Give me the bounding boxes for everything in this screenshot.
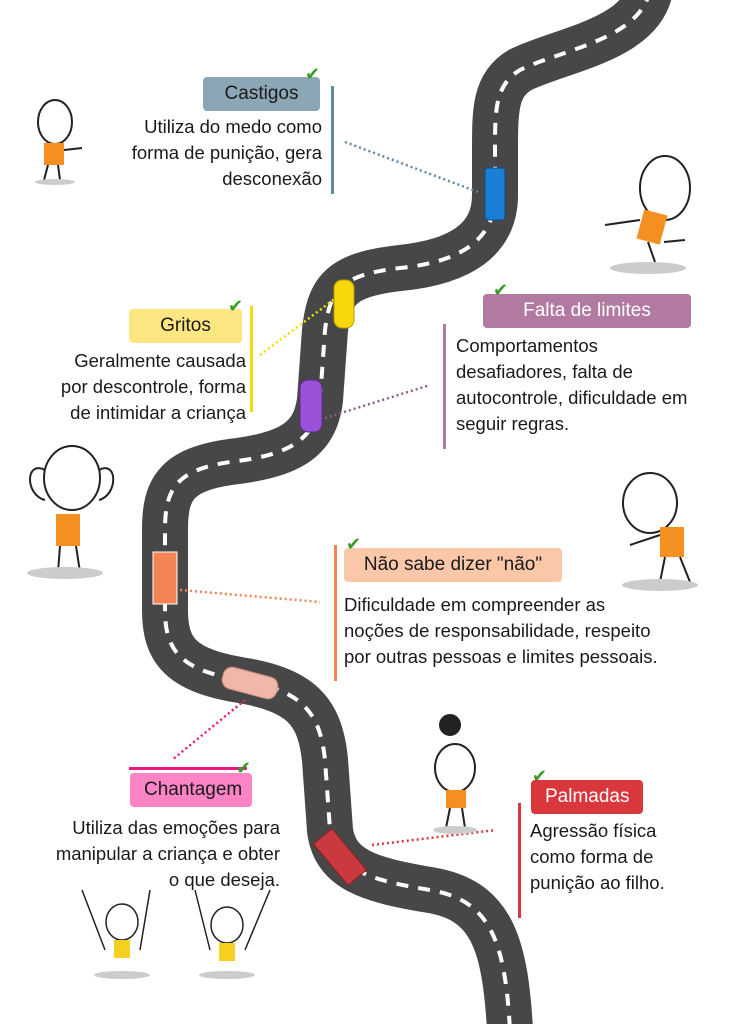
- divider: [334, 545, 337, 681]
- car-yellow: [333, 279, 355, 329]
- text-line: Utiliza das emoções para: [72, 817, 280, 838]
- car-purple: [299, 379, 323, 433]
- text-line: Comportamentos: [456, 335, 598, 356]
- divider: [331, 86, 334, 194]
- text-line: desconexão: [222, 168, 322, 189]
- divider: [443, 324, 446, 449]
- character-angry-left: [35, 99, 83, 185]
- desc-nao-sabe-dizer-nao: Dificuldade em compreender as noções de …: [344, 592, 658, 670]
- desc-falta-de-limites: Comportamentos desafiadores, falta de au…: [456, 333, 687, 437]
- tag-chantagem: Chantagem: [130, 773, 252, 807]
- text-line: punição ao filho.: [530, 872, 665, 893]
- desc-gritos: Geralmente causada por descontrole, form…: [61, 348, 246, 426]
- tag-falta-de-limites: Falta de limites: [483, 294, 691, 328]
- text-line: Utiliza do medo como: [144, 116, 322, 137]
- connector-gritos: [259, 297, 337, 356]
- sprout-icon: ✔: [236, 758, 252, 778]
- truck-red: [312, 827, 368, 887]
- sprout-icon: ✔: [346, 534, 362, 554]
- text-line: por outras pessoas e limites pessoais.: [344, 646, 658, 667]
- connector-palmadas: [371, 828, 497, 847]
- text-line: seguir regras.: [456, 413, 570, 434]
- car-pink: [221, 666, 279, 700]
- tag-nao-sabe-dizer-nao: Não sabe dizer "não": [344, 548, 562, 582]
- connector-falta-limites: [324, 383, 431, 420]
- tag-palmadas: Palmadas: [531, 780, 643, 814]
- divider: [129, 767, 247, 770]
- tag-gritos: Gritos: [129, 309, 242, 343]
- character-pointing: [622, 472, 698, 591]
- text-line: de intimidar a criança: [70, 402, 246, 423]
- sprout-icon: ✔: [532, 766, 548, 786]
- puppet-characters: [81, 889, 271, 979]
- connector-castigos: [344, 140, 479, 194]
- character-tantrum: [604, 155, 691, 274]
- desc-palmadas: Agressão física como forma de punição ao…: [530, 818, 665, 896]
- desc-chantagem: Utiliza das emoções para manipular a cri…: [56, 815, 280, 893]
- sprout-icon: ✔: [493, 280, 509, 300]
- character-frustrated: [433, 714, 477, 834]
- text-line: Geralmente causada: [74, 350, 246, 371]
- character-hands-on-head: [27, 445, 115, 579]
- text-line: autocontrole, dificuldade em: [456, 387, 688, 408]
- car-blue: [484, 167, 506, 221]
- text-line: desafiadores, falta de: [456, 361, 633, 382]
- text-line: forma de punição, gera: [131, 142, 322, 163]
- sprout-icon: ✔: [228, 296, 244, 316]
- truck-orange: [152, 551, 178, 605]
- tag-castigos: Castigos: [203, 77, 320, 111]
- text-line: Dificuldade em compreender as: [344, 594, 606, 615]
- connector-chantagem: [171, 699, 246, 761]
- divider: [250, 306, 253, 412]
- text-line: o que deseja.: [168, 869, 280, 890]
- sprout-icon: ✔: [305, 64, 321, 84]
- text-line: manipular a criança e obter: [55, 843, 280, 864]
- divider: [518, 803, 521, 918]
- text-line: como forma de: [530, 846, 654, 867]
- text-line: por descontrole, forma: [60, 376, 246, 397]
- text-line: Agressão física: [530, 820, 657, 841]
- desc-castigos: Utiliza do medo como forma de punição, g…: [132, 114, 322, 192]
- connector-nao: [179, 588, 321, 604]
- text-line: noções de responsabilidade, respeito: [344, 620, 651, 641]
